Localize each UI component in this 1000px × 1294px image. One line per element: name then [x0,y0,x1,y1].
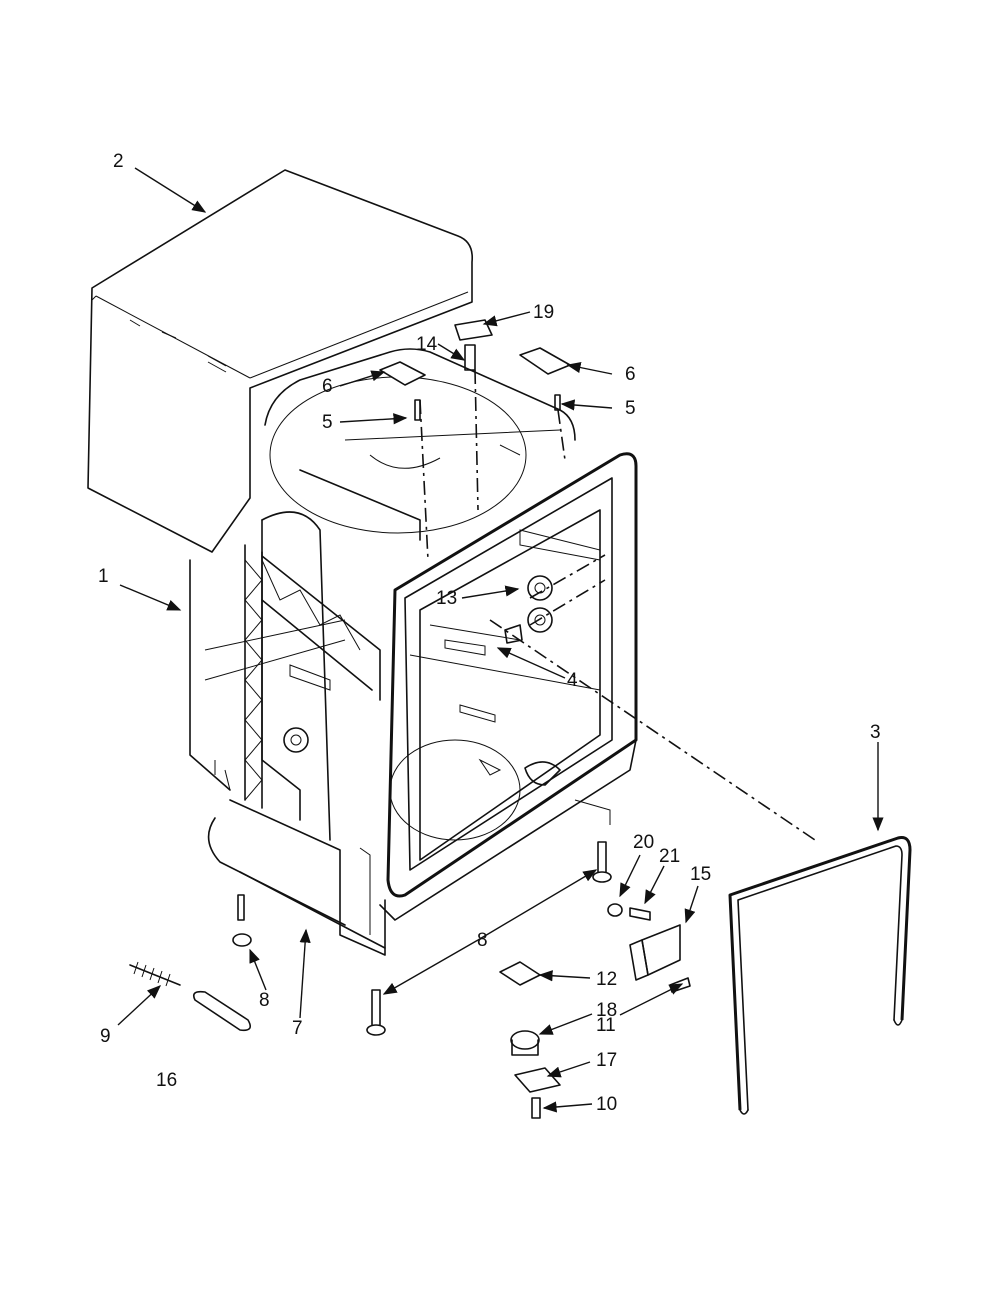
callout-8-center: 8 [477,930,488,951]
part-cover-16 [192,990,251,1032]
callout-11: 11 [596,1015,616,1036]
callout-21: 21 [659,846,680,867]
part-thermostat-18 [510,1030,540,1056]
part-screw-10 [531,1097,541,1119]
callout-14: 14 [416,334,438,355]
callout-10: 10 [596,1094,617,1115]
callout-17: 17 [596,1050,617,1071]
part-tub-front-frame [344,429,638,921]
callout-13: 13 [436,588,457,609]
callout-12: 12 [596,969,617,990]
callout-5-left: 5 [322,412,333,433]
callout-7: 7 [292,1018,303,1039]
leader-arrows [117,167,884,1113]
alignment-lines [419,369,816,841]
part-bracket-17 [514,1067,561,1093]
callout-1: 1 [98,566,109,587]
callout-16: 16 [156,1070,177,1091]
part-door-gasket [728,836,912,1115]
callout-2: 2 [113,151,124,172]
callout-18: 18 [596,1000,617,1021]
part-clip-12 [499,961,541,986]
callout-15: 15 [690,864,711,885]
callout-3: 3 [870,722,881,743]
part-spring-9 [129,961,181,987]
part-sensors-13 [504,575,553,644]
callout-6-right: 6 [625,364,636,385]
part-bracket-15 [629,924,681,981]
part-tub [189,348,576,956]
callout-8-left: 8 [259,990,270,1011]
callout-20: 20 [633,832,654,853]
callout-labels: 2 1 3 4 5 5 6 6 7 8 8 9 10 11 12 13 14 1… [98,151,881,1115]
part-hinge-brackets [379,319,571,421]
callout-5-right: 5 [625,398,636,419]
callout-4: 4 [567,670,578,691]
callout-19: 19 [533,302,554,323]
part-legs-8 [232,841,612,1036]
callout-9: 9 [100,1026,111,1047]
part-cabinet-wrap [87,169,474,553]
callout-6-left: 6 [322,376,333,397]
